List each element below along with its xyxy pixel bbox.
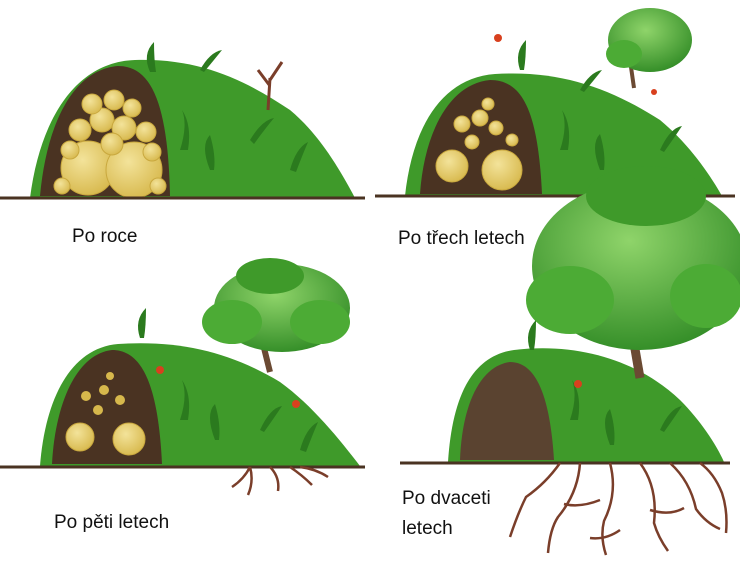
tree-large: [526, 166, 740, 379]
caption-year-20-line2: letech: [402, 518, 453, 539]
plants: [518, 40, 682, 170]
logs: [53, 89, 167, 199]
plants: [138, 308, 318, 452]
mound-soil-cross-section: [460, 362, 554, 460]
caption-year-1: Po roce: [72, 226, 138, 247]
mound-year-5: [0, 258, 365, 496]
plants: [528, 320, 682, 445]
roots: [231, 465, 329, 496]
tomato: [651, 89, 657, 95]
tree-small: [606, 8, 692, 89]
caption-year-20-line1: Po dvaceti: [402, 488, 491, 509]
caption-year-3: Po třech letech: [398, 228, 525, 249]
tomato: [156, 366, 164, 374]
tomato: [494, 34, 502, 42]
branch: [256, 61, 284, 111]
mound-year-1: [0, 42, 365, 200]
plants: [146, 42, 308, 172]
mound-year-20: [400, 166, 740, 556]
caption-year-5: Po pěti letech: [54, 512, 170, 533]
logs: [65, 372, 146, 456]
roots: [508, 461, 728, 556]
mound-year-3: [375, 8, 735, 198]
logs: [435, 97, 523, 191]
tree-medium: [202, 258, 350, 373]
tomato: [292, 400, 300, 408]
caption-year-20: Po dvaceti letech: [402, 484, 491, 544]
tomato: [574, 380, 582, 388]
